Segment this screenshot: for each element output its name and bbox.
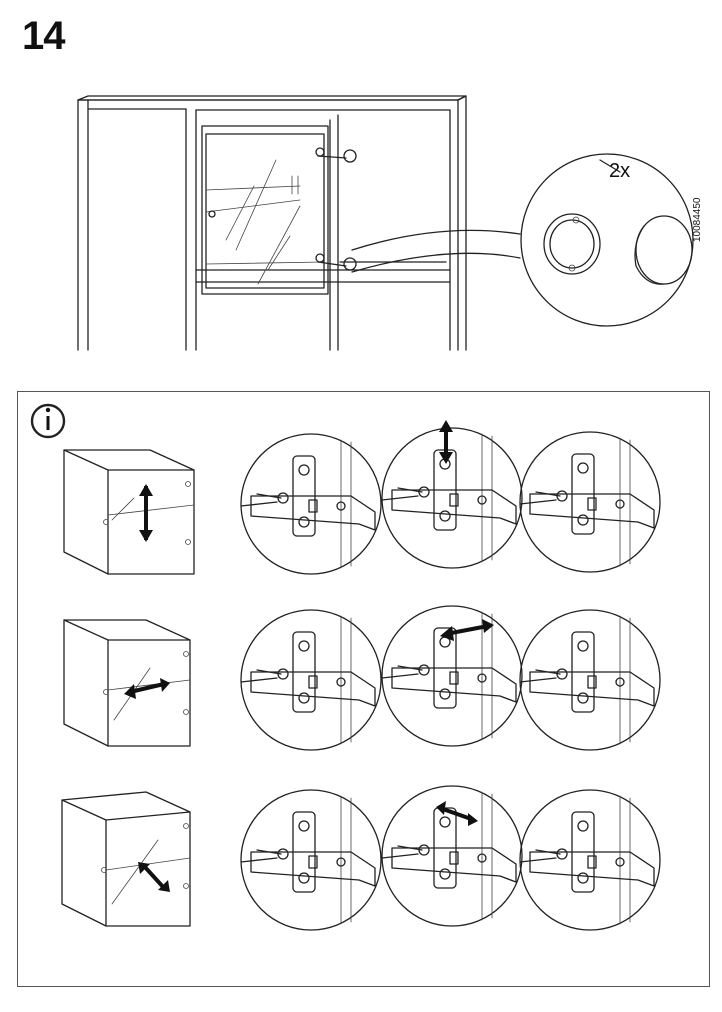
hinge-cover-ring — [543, 213, 601, 275]
adjustment-info-box — [17, 391, 710, 987]
shelf-unit-illustration — [77, 95, 694, 351]
hinge-cover-cap — [634, 215, 693, 285]
step-number: 14 — [22, 14, 65, 58]
